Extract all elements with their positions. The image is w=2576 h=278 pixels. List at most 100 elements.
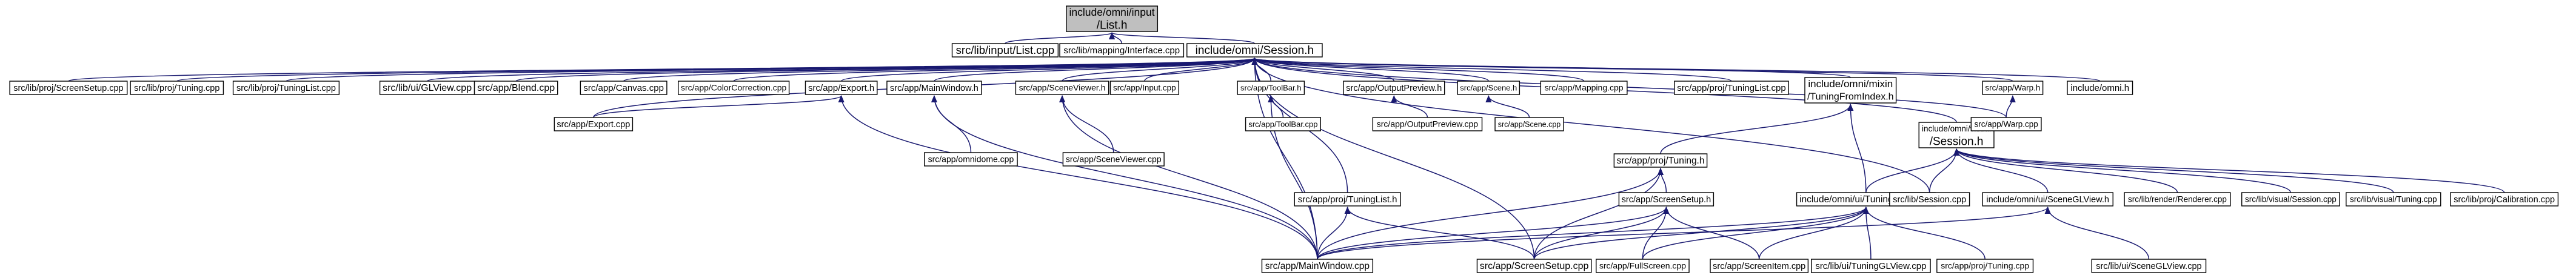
node-mixin_tuningfromindex[interactable]: include/omni/mixin/TuningFromIndex.h xyxy=(1804,77,1897,104)
node-app_proj_tuning_cpp[interactable]: src/app/proj/Tuning.cpp xyxy=(1936,259,2034,273)
node-box xyxy=(1372,117,1483,131)
node-label: src/app/OutputPreview.h xyxy=(1346,84,1442,93)
node-app_fullscreen[interactable]: src/app/FullScreen.cpp xyxy=(1596,259,1690,273)
node-app_mapping[interactable]: src/app/Mapping.cpp xyxy=(1540,81,1628,95)
node-app_screensetup_h[interactable]: src/app/ScreenSetup.h xyxy=(1618,192,1715,207)
node-lib_session_cpp[interactable]: src/lib/Session.cpp xyxy=(1889,192,1970,207)
node-box xyxy=(1804,77,1897,104)
node-label: src/app/FullScreen.cpp xyxy=(1599,261,1686,271)
node-label: /TuningFromIndex.h xyxy=(1807,92,1894,102)
node-box xyxy=(1261,259,1374,273)
edge-app_toolbar_cpp-to-app_toolbar_h xyxy=(1268,95,1284,118)
node-app_toolbar_h[interactable]: src/app/ToolBar.h xyxy=(1237,81,1305,95)
node-visual_session_cpp[interactable]: src/lib/visual/Session.cpp xyxy=(2241,192,2340,207)
node-box xyxy=(1982,192,2113,207)
node-box xyxy=(1343,81,1445,95)
node-label: /List.h xyxy=(1097,19,1128,32)
edge-app_screensetup_h-to-app_proj_tuning_h xyxy=(1657,168,1667,193)
node-box xyxy=(1066,5,1159,32)
node-label: src/app/SceneViewer.cpp xyxy=(1066,154,1162,164)
edge-app_sceneviewer_cpp-to-app_sceneviewer_h xyxy=(1059,95,1114,153)
node-app_mainwindow_h[interactable]: src/app/MainWindow.h xyxy=(886,81,982,95)
edge-visual_session_cpp-to-visual_session_h xyxy=(1953,148,2292,193)
node-lib_input_list[interactable]: src/lib/input/List.cpp xyxy=(951,43,1059,58)
node-proj_tuning[interactable]: src/lib/proj/Tuning.cpp xyxy=(130,81,224,95)
node-label: src/lib/ui/TuningGLView.cpp xyxy=(1815,261,1926,271)
node-ui_glview[interactable]: src/lib/ui/GLView.cpp xyxy=(379,81,475,95)
node-app_sceneviewer_h[interactable]: src/app/SceneViewer.h xyxy=(1015,81,1109,95)
node-app_outputpreview_h[interactable]: src/app/OutputPreview.h xyxy=(1343,81,1445,95)
node-app_toolbar_cpp[interactable]: src/app/ToolBar.cpp xyxy=(1245,117,1321,131)
node-app_canvas[interactable]: src/app/Canvas.cpp xyxy=(580,81,667,95)
node-ui_tuningglview_cpp[interactable]: src/lib/ui/TuningGLView.cpp xyxy=(1811,259,1931,273)
node-box xyxy=(1618,192,1715,207)
node-label: src/lib/proj/ScreenSetup.cpp xyxy=(13,84,123,93)
node-app_blend[interactable]: src/app/Blend.cpp xyxy=(473,81,558,95)
node-app_export_h[interactable]: src/app/Export.h xyxy=(805,81,878,95)
edge-app_mapping-to-session_h xyxy=(1251,58,1585,82)
node-app_sceneviewer_cpp[interactable]: src/app/SceneViewer.cpp xyxy=(1062,152,1165,167)
node-box xyxy=(1970,117,2042,131)
edge-app_fullscreen-to-app_screensetup_h xyxy=(1642,207,1670,260)
node-proj_screensetup[interactable]: src/lib/proj/ScreenSetup.cpp xyxy=(9,81,128,95)
node-label: src/app/Input.cpp xyxy=(1113,84,1176,93)
node-app_export_cpp[interactable]: src/app/Export.cpp xyxy=(554,117,634,131)
node-app_scene_cpp[interactable]: src/app/Scene.cpp xyxy=(1494,117,1564,131)
node-proj_tuninglist[interactable]: src/lib/proj/TuningList.cpp xyxy=(232,81,340,95)
node-label: src/app/proj/TuningList.cpp xyxy=(1677,83,1786,93)
node-include_omni_h[interactable]: include/omni.h xyxy=(2067,81,2133,95)
node-label: src/app/proj/Tuning.h xyxy=(1616,156,1704,166)
node-label: src/app/Warp.h xyxy=(1985,84,2040,93)
node-app_warp_cpp[interactable]: src/app/Warp.cpp xyxy=(1970,117,2042,131)
node-app_colorcorr[interactable]: src/app/ColorCorrection.cpp xyxy=(678,81,790,95)
node-app_proj_tuning_h[interactable]: src/app/proj/Tuning.h xyxy=(1613,153,1708,168)
node-label: src/app/ToolBar.h xyxy=(1240,83,1301,92)
node-render_renderer[interactable]: src/lib/render/Renderer.cpp xyxy=(2124,192,2231,207)
node-app_outputpreview_cpp[interactable]: src/app/OutputPreview.cpp xyxy=(1372,117,1483,131)
node-app_warp_h[interactable]: src/app/Warp.h xyxy=(1982,81,2044,95)
node-label: src/app/ScreenItem.cpp xyxy=(1713,262,1805,271)
node-box xyxy=(2067,81,2133,95)
node-label: src/app/omnidome.cpp xyxy=(928,154,1014,164)
node-label: include/omni/mixin xyxy=(1808,78,1893,90)
node-app_screensetup_cpp[interactable]: src/app/ScreenSetup.cpp xyxy=(1476,259,1592,273)
node-label: src/lib/ui/GLView.cpp xyxy=(383,83,472,93)
node-label: src/app/ColorCorrection.cpp xyxy=(681,83,787,93)
node-app_screenitem[interactable]: src/app/ScreenItem.cpp xyxy=(1710,259,1809,273)
node-app_proj_tuninglist_cpp[interactable]: src/app/proj/TuningList.cpp xyxy=(1674,81,1789,95)
edge-include_omni_h-to-session_h xyxy=(1252,58,2101,82)
edge-ui_tuningglview_h-to-mixin_tuningfromindex xyxy=(1847,104,1867,193)
node-app_scene_h[interactable]: src/app/Scene.h xyxy=(1457,81,1521,95)
node-box xyxy=(1294,192,1401,207)
edge-app_outputpreview_h-to-session_h xyxy=(1251,58,1395,82)
node-app_mainwindow_cpp[interactable]: src/app/MainWindow.cpp xyxy=(1261,259,1374,273)
node-proj_calibration[interactable]: src/lib/proj/Calibration.cpp xyxy=(2450,192,2559,207)
node-box xyxy=(1237,81,1305,95)
node-label: include/omni/ui/SceneGLView.h xyxy=(1986,195,2109,205)
node-app_omnidome[interactable]: src/app/omnidome.cpp xyxy=(924,152,1018,167)
node-lib_mapping_iface[interactable]: src/lib/mapping/Interface.cpp xyxy=(1059,43,1185,58)
edge-ui_sceneglview_h-to-visual_session_h xyxy=(1953,148,2049,193)
node-box xyxy=(1457,81,1521,95)
node-app_input[interactable]: src/app/Input.cpp xyxy=(1109,81,1180,95)
node-box xyxy=(1109,81,1180,95)
edge-app_scene_h-to-session_h xyxy=(1251,58,1490,82)
node-ui_sceneglview_cpp[interactable]: src/lib/ui/SceneGLView.cpp xyxy=(2091,259,2207,273)
node-box xyxy=(886,81,982,95)
node-ui_sceneglview_h[interactable]: include/omni/ui/SceneGLView.h xyxy=(1982,192,2113,207)
node-label: src/lib/visual/Tuning.cpp xyxy=(2350,195,2437,204)
node-app_proj_tuninglist_h[interactable]: src/app/proj/TuningList.h xyxy=(1294,192,1401,207)
node-box xyxy=(678,81,790,95)
edge-app_mainwindow_cpp-to-app_mainwindow_h xyxy=(931,95,1318,260)
node-box xyxy=(1596,259,1690,273)
edge-app_screensetup_cpp-to-app_screensetup_h xyxy=(1533,207,1670,260)
edge-visual_tuning_cpp-to-visual_session_h xyxy=(1953,148,2394,193)
node-session_h[interactable]: include/omni/Session.h xyxy=(1186,43,1323,58)
node-box xyxy=(1540,81,1628,95)
node-label: src/lib/render/Renderer.cpp xyxy=(2128,195,2227,204)
edge-app_mainwindow_cpp-to-app_screensetup_h xyxy=(1317,207,1670,260)
node-label: src/app/Canvas.cpp xyxy=(583,83,664,93)
node-visual_tuning_cpp[interactable]: src/lib/visual/Tuning.cpp xyxy=(2346,192,2441,207)
node-root[interactable]: include/omni/input/List.h xyxy=(1066,5,1159,32)
